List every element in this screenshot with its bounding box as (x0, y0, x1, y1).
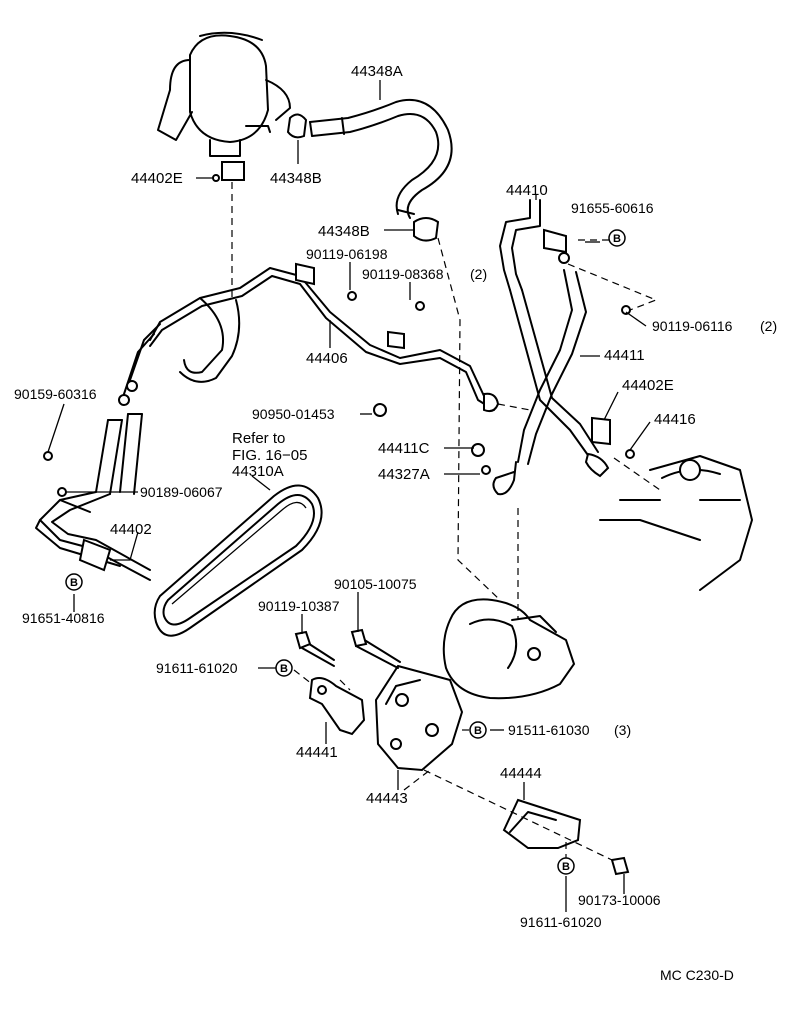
label-44402E-right: 44402E (622, 377, 674, 394)
label-90119-10387: 90119-10387 (258, 598, 340, 614)
drive-belt (153, 484, 323, 637)
badge-91611-61020-left: B (275, 659, 293, 677)
label-91611-61020-bottom: 91611-61020 (520, 914, 602, 930)
label-90189-06067: 90189-06067 (140, 484, 223, 500)
label-44410: 44410 (506, 182, 548, 199)
oil-cooler (35, 413, 151, 581)
label-44406: 44406 (306, 350, 348, 367)
badge-91655-60616: B (608, 229, 626, 247)
return-hose (286, 98, 453, 242)
label-44416: 44416 (654, 411, 696, 428)
label-44411C: 44411C (378, 440, 430, 457)
label-90119-08368: 90119-08368 (362, 266, 444, 282)
label-44310A: 44310A (232, 463, 284, 480)
label-44441: 44441 (296, 744, 338, 761)
high-pressure-hoses (492, 199, 611, 496)
label-90119-06116: 90119-06116 (652, 318, 733, 334)
label-44411: 44411 (604, 347, 645, 364)
label-90173-10006: 90173-10006 (578, 892, 661, 908)
oil-reservoir (157, 31, 291, 182)
label-44402E-top: 44402E (131, 170, 183, 187)
reference-lines (231, 182, 661, 861)
pressure-tube (118, 262, 500, 413)
svg-text:B: B (70, 577, 78, 589)
svg-text:B: B (474, 725, 482, 737)
badge-91611-61020-bottom: B (557, 857, 575, 875)
svg-text:B: B (562, 861, 570, 873)
label-44402: 44402 (110, 521, 152, 538)
pump-bracket (374, 664, 464, 772)
adjusting-bar (308, 677, 366, 736)
diagram-code: MC C230-D (660, 967, 734, 983)
label-44348B-mid: 44348B (318, 223, 370, 240)
label-refer-to: Refer to (232, 430, 285, 447)
label-44348A: 44348A (351, 63, 403, 80)
label-44444: 44444 (500, 765, 542, 782)
svg-text:B: B (613, 233, 621, 245)
label-90950-01453: 90950-01453 (252, 406, 335, 422)
label-91655-60616: 91655-60616 (571, 200, 654, 216)
label-91511-61030-qty: (3) (614, 722, 631, 738)
vane-pump (442, 598, 576, 700)
label-90105-10075: 90105-10075 (334, 576, 417, 592)
label-91511-61030: 91511-61030 (508, 722, 590, 738)
leader-lines (47, 80, 651, 912)
label-91651-40816: 91651-40816 (22, 610, 105, 626)
label-90119-06198: 90119-06198 (306, 246, 388, 262)
label-90119-06116-qty: (2) (760, 318, 777, 334)
badge-91511-61030: B (469, 721, 487, 739)
label-91611-61020-left: 91611-61020 (156, 660, 238, 676)
bolts (294, 252, 635, 876)
svg-text:B: B (280, 663, 288, 675)
label-90159-60316: 90159-60316 (14, 386, 97, 402)
label-fig-16-05: FIG. 16−05 (232, 447, 307, 464)
label-44348B-top: 44348B (270, 170, 322, 187)
label-44327A: 44327A (378, 466, 430, 483)
badge-91651-40816: B (65, 573, 83, 591)
label-44443: 44443 (366, 790, 408, 807)
steering-gear (599, 455, 753, 591)
lower-bracket (502, 798, 582, 849)
label-90119-08368-qty: (2) (470, 266, 487, 282)
